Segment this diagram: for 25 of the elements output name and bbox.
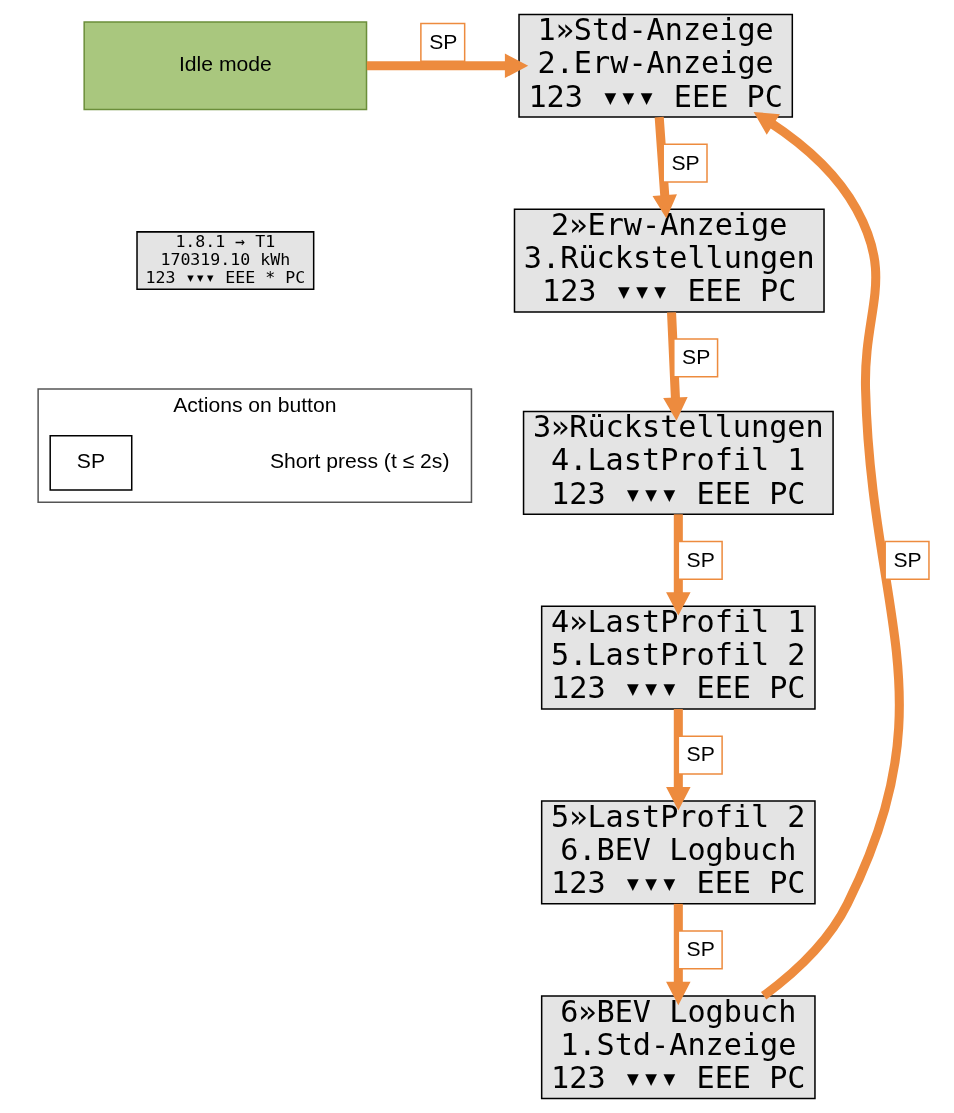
node-label: 170319.10 kWh — [159, 249, 290, 269]
node-box: SP — [48, 434, 132, 491]
edge-label: SP — [671, 150, 700, 174]
node-box: 1»Std-Anzeige 2.Erw-Anzeige 123 ▾▾▾ EEE PC — [517, 13, 793, 118]
node-box: 5»LastProfil 2 6.BEV Logbuch 123 ▾▾▾ EEE PC — [540, 800, 816, 905]
arrow — [366, 53, 528, 79]
edge-label: SP — [686, 742, 715, 766]
edge-label: SP — [681, 345, 710, 369]
node-label: 1.8.1 → T1 — [174, 231, 275, 251]
node-box: Idle mode — [82, 21, 367, 111]
node-box: 6»BEV Logbuch 1.Std-Anzeige 123 ▾▾▾ EEE PC — [540, 995, 816, 1100]
edge-label: SP — [686, 937, 715, 961]
node-label: 123 ▾▾▾ EEE * PC — [144, 267, 305, 287]
node-box: 2»Erw-Anzeige 3.Rückstellungen 123 ▾▾▾ EEE PC — [513, 208, 825, 313]
arrow — [662, 312, 688, 421]
node-box: 4»LastProfil 1 5.LastProfil 2 123 ▾▾▾ EEE PC — [540, 605, 816, 710]
arrow — [665, 514, 691, 616]
arrow — [753, 111, 904, 1000]
edge-label: SP — [686, 547, 715, 571]
arrow — [652, 116, 677, 219]
arrow — [665, 709, 691, 811]
arrow — [665, 903, 691, 1006]
node-box: 3»Rückstellungen 4.LastProfil 1 123 ▾▾▾ EEE PC — [522, 410, 834, 515]
edge-label: SP — [428, 29, 457, 53]
edge-label: SP — [892, 547, 922, 571]
